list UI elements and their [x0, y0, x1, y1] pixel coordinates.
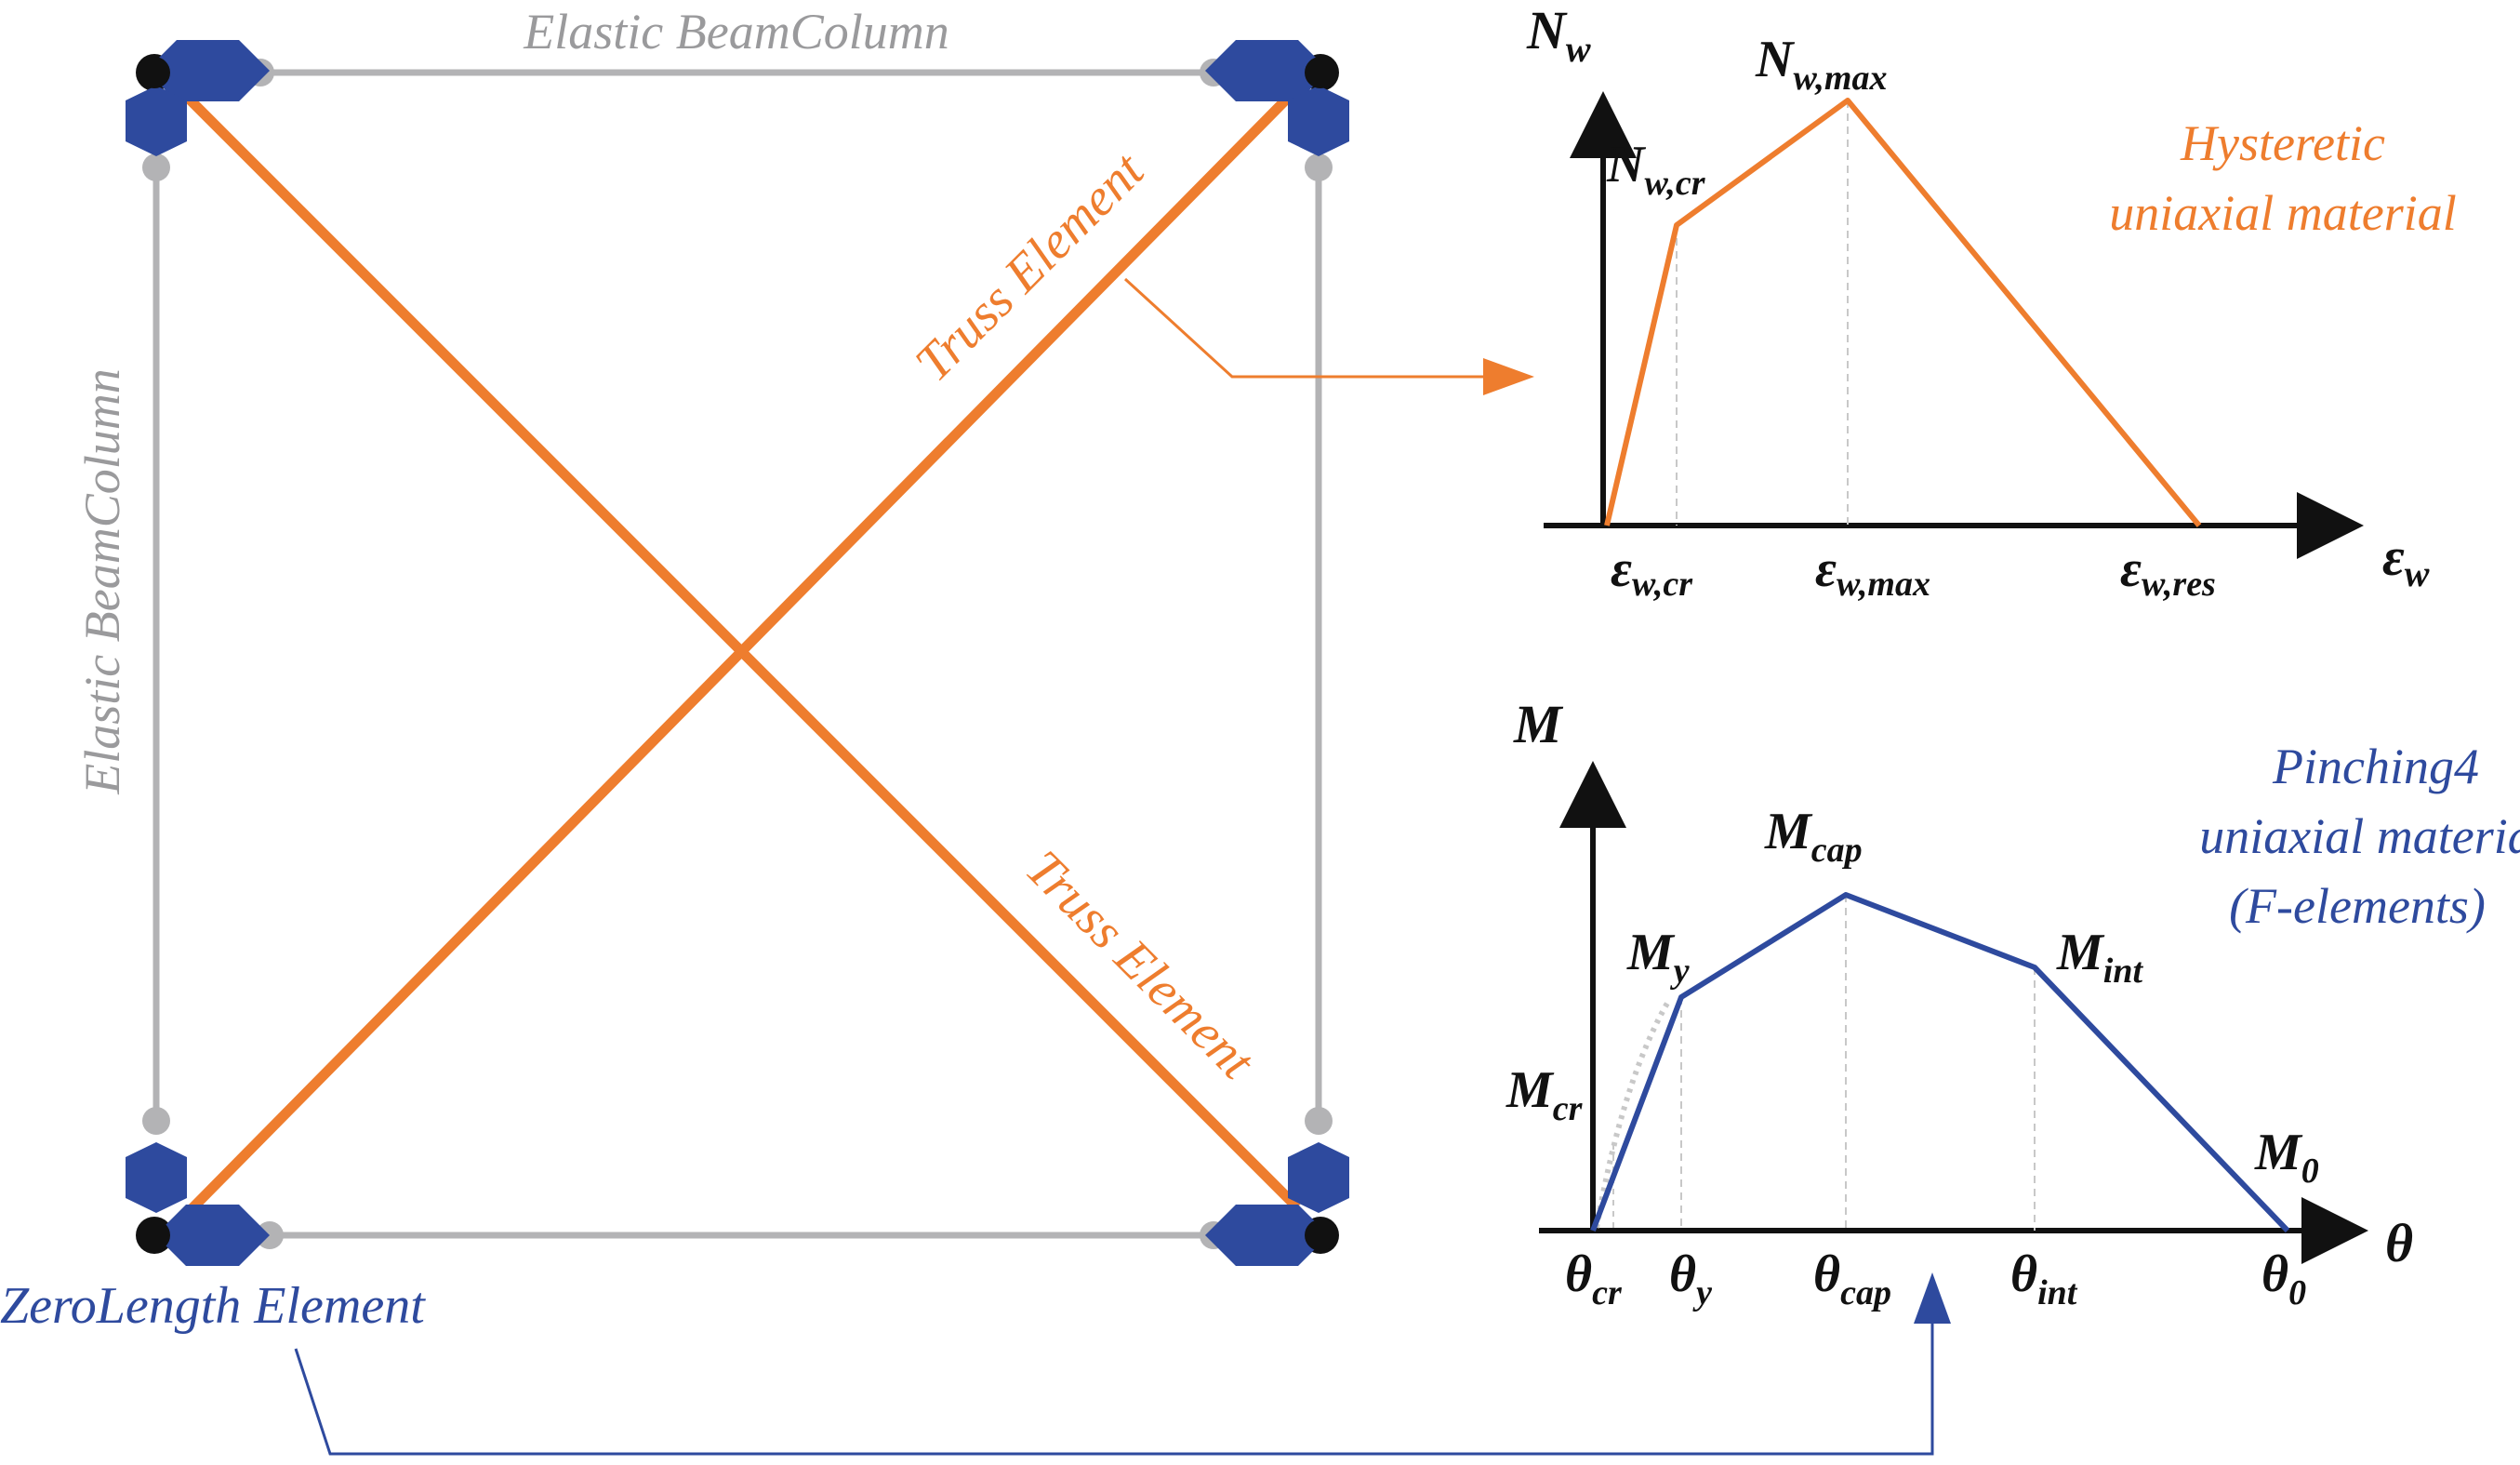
- x-axis-label: εw: [2382, 526, 2430, 594]
- column-label-left: Elastic BeamColumn: [74, 368, 130, 794]
- tick-label-cr: εw,cr: [1611, 540, 1693, 604]
- truss-element-diagonal-1: [168, 78, 1301, 1211]
- theta-0-label: θ0: [2261, 1245, 2306, 1312]
- m-int-label: Mint: [2056, 924, 2143, 991]
- tick-label-max: εw,max: [1815, 540, 1930, 604]
- beam-label-top: Elastic BeamColumn: [523, 4, 948, 60]
- frame-model: Elastic BeamColumn Elastic BeamColumn Tr…: [0, 4, 1951, 1456]
- zerolength-connector-line: [294, 1321, 1934, 1456]
- tick-label-res: εw,res: [2120, 540, 2216, 604]
- zero-length-spring-icon: [1288, 1142, 1349, 1213]
- truss-element-diagonal-2: [171, 85, 1301, 1230]
- hysteretic-chart: Nw Nw,max Nw,cr εw εw,cr εw,max εw,res H…: [1526, 0, 2457, 604]
- node-gray: [1305, 1107, 1333, 1135]
- crack-label: Nw,cr: [1606, 136, 1706, 203]
- m-cap-label: Mcap: [1764, 803, 1863, 870]
- zero-length-spring-icon: [155, 1205, 270, 1266]
- theta-cap-label: θcap: [1813, 1245, 1891, 1312]
- corner-node: [139, 57, 170, 88]
- corner-node: [1305, 1219, 1336, 1251]
- zero-length-spring-icon: [146, 40, 270, 101]
- truss-connector-arrow-icon: [1483, 358, 1534, 395]
- initial-stiffness-dotted: [1594, 998, 1672, 1229]
- truss-connector-line: [1123, 277, 1488, 379]
- zero-length-label: ZeroLength Element: [0, 1277, 426, 1335]
- zero-length-spring-icon: [126, 86, 187, 156]
- node-gray: [142, 1107, 170, 1135]
- corner-node: [1305, 57, 1336, 88]
- pinching-chart: M θ Mcr My Mcap Mint M0 θcr θy θcap θint…: [1505, 694, 2520, 1312]
- hysteretic-curve: [1604, 98, 2202, 527]
- peak-label: Nw,max: [1755, 31, 1887, 98]
- material-label-line1: Pinching4: [2272, 739, 2479, 794]
- theta-y-label: θy: [1669, 1245, 1712, 1312]
- m-y-label: My: [1626, 924, 1690, 991]
- material-label-line1: Hysteretic: [2180, 115, 2385, 171]
- m-cr-label: Mcr: [1505, 1061, 1584, 1128]
- zero-length-spring-icon: [126, 1142, 187, 1213]
- corner-node: [139, 1219, 170, 1251]
- node-gray: [1305, 153, 1333, 181]
- zero-length-spring-icon: [1288, 86, 1349, 156]
- m-0-label: M0: [2254, 1124, 2319, 1191]
- material-label-line2: uniaxial material: [2109, 185, 2456, 241]
- zero-length-spring-icon: [1205, 40, 1329, 101]
- material-label-line3: (F-elements): [2229, 878, 2486, 934]
- zerolength-connector-arrow-icon: [1914, 1272, 1951, 1324]
- y-axis-label: Nw: [1526, 0, 1591, 70]
- pinching-curve: [1590, 892, 2290, 1233]
- y-axis-label: M: [1513, 694, 1564, 754]
- node-gray: [142, 153, 170, 181]
- theta-cr-label: θcr: [1565, 1245, 1623, 1312]
- x-axis-label: θ: [2385, 1213, 2413, 1273]
- zero-length-spring-icon: [1205, 1205, 1329, 1266]
- material-label-line2: uniaxial material: [2199, 808, 2520, 864]
- theta-int-label: θint: [2010, 1245, 2078, 1312]
